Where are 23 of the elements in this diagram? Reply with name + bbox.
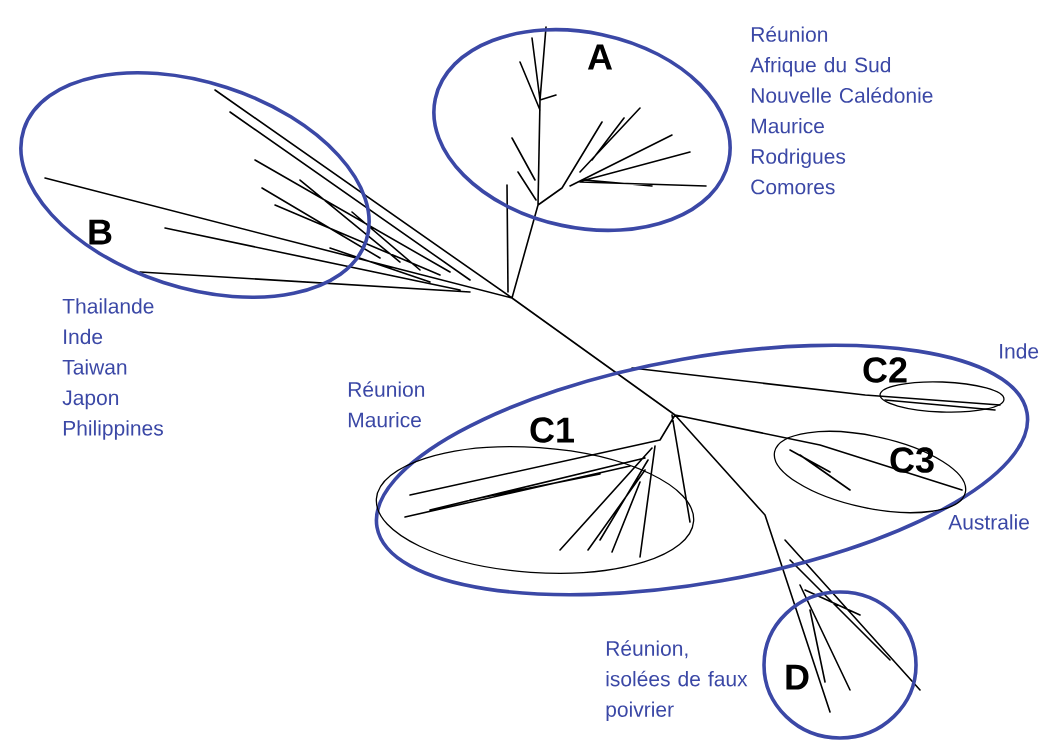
place-names: Inde	[1000, 343, 1039, 359]
node-label: Rodrigues	[751, 148, 846, 169]
node-label: Japon	[62, 390, 119, 410]
place-names: Réunion, isolées de faux poivrier	[606, 640, 748, 722]
cluster-letter: A	[587, 44, 613, 70]
node-label: Taiwan	[62, 359, 127, 375]
cluster-letter: C3	[890, 447, 934, 473]
node-label: Maurice	[751, 117, 824, 134]
place-names: Australie	[948, 514, 1029, 530]
node-label: Inde	[64, 328, 103, 345]
node-label: Réunion	[751, 26, 828, 42]
node-label: Afrique du Sud	[750, 56, 891, 77]
cluster-letter: D	[786, 664, 809, 690]
node-label: Philippines	[63, 420, 163, 440]
cluster-letter: C2	[863, 357, 907, 383]
cluster-letter: B	[89, 219, 112, 245]
node-label: Thailande	[62, 298, 154, 314]
place-names: Réunion Afrique du Sud Nouvelle Calédonie Maurice Rodrigues Comores	[750, 26, 933, 195]
place-names: Thailande Inde Taiwan Japon Philippines	[62, 298, 163, 440]
node-label: Comores	[751, 179, 835, 195]
cluster-letter: C1	[530, 417, 574, 443]
node-label: Nouvelle Calédonie	[751, 87, 933, 103]
place-names: Réunion Maurice	[348, 381, 425, 428]
